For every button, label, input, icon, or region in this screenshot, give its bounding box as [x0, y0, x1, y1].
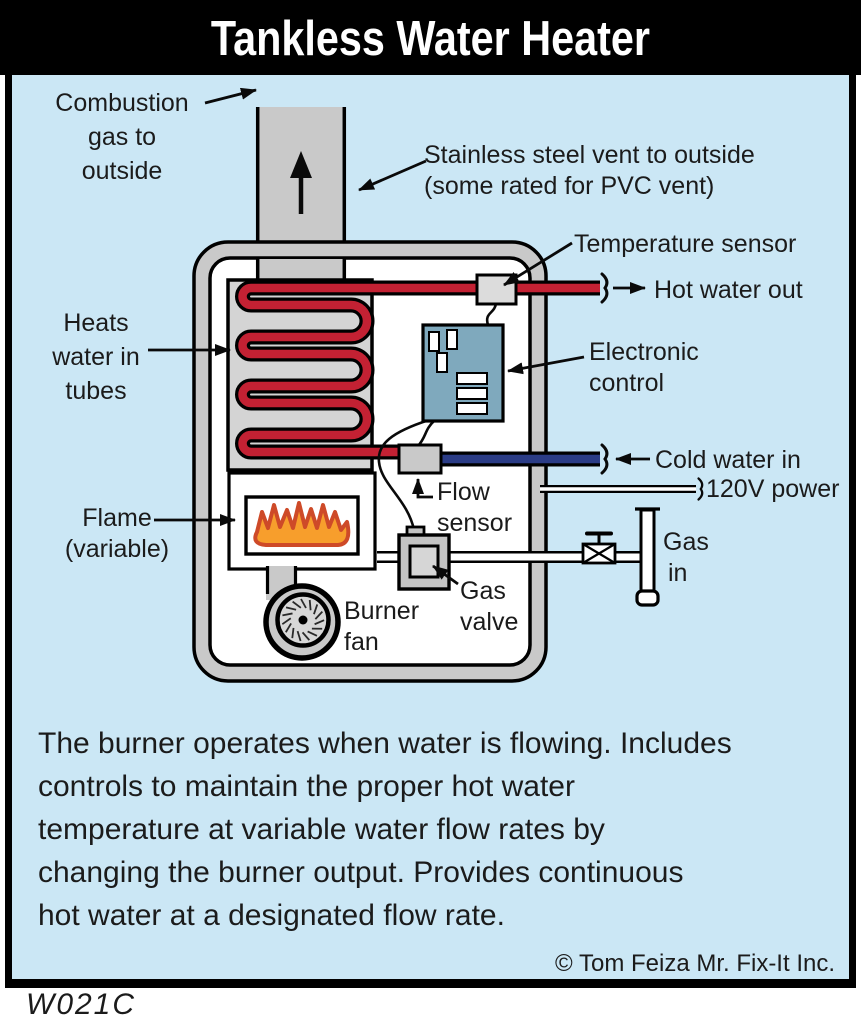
- gas-drip-cap: [635, 589, 660, 607]
- label-120v-power: 120V power: [706, 475, 840, 503]
- control-bar-1: [456, 372, 488, 385]
- caption-paragraph: The burner operates when water is flowin…: [38, 727, 732, 932]
- gas-riser: [639, 508, 656, 596]
- temperature-sensor-box: [475, 273, 518, 306]
- control-bar-2: [456, 387, 488, 400]
- control-bar-3: [456, 402, 488, 415]
- gas-tee: [635, 507, 660, 607]
- temp-sensor-leader-arrow-icon: [503, 241, 573, 287]
- flame-icon: [253, 501, 351, 547]
- label-gas-in: Gas in: [663, 528, 709, 587]
- page-title: Tankless Water Heater: [210, 9, 651, 66]
- cold-pipe-break-icon: [600, 443, 609, 475]
- control-slot-3: [436, 352, 448, 373]
- burner-fan: [263, 566, 341, 661]
- label-heats-water: Heats water in tubes: [52, 309, 140, 405]
- fan-hub: [298, 615, 308, 625]
- label-hot-water-out: Hot water out: [654, 276, 803, 304]
- control-slot-1: [428, 331, 440, 352]
- fan-blades: [281, 598, 325, 642]
- gas-valve-leader-arrow-icon: [432, 564, 459, 586]
- gas-shutoff-valve: [581, 531, 617, 565]
- vent-lower-body: [257, 259, 344, 282]
- label-flow-sensor: Flow sensor: [437, 478, 513, 537]
- hot-pipe-break-icon: [600, 272, 609, 304]
- vent-up-arrow-icon: [290, 151, 312, 214]
- label-burner-fan: Burner fan: [344, 597, 420, 656]
- electronic-control-box: [421, 323, 505, 423]
- vent-arrow-head: [290, 151, 312, 178]
- label-cold-water-in: Cold water in: [655, 446, 801, 474]
- power-line-break-icon: [697, 477, 704, 501]
- vent-pipe-lower: [255, 259, 347, 282]
- label-gas-valve: Gas valve: [460, 577, 519, 636]
- label-temperature-sensor: Temperature sensor: [574, 230, 797, 258]
- label-electronic-control: Electronic control: [589, 338, 699, 397]
- valve-x2: [582, 543, 616, 564]
- gas-valve-inner: [408, 544, 440, 579]
- label-flame: Flame (variable): [64, 504, 170, 563]
- sheet-code: W021C: [26, 988, 137, 1021]
- label-vent: Stainless steel vent to outside (some ra…: [424, 141, 755, 200]
- combustion-leader-arrow-icon: [204, 87, 257, 105]
- burner-chamber: [227, 471, 377, 571]
- control-leader-arrow-icon: [507, 355, 585, 375]
- wire-gas-valve: [377, 418, 430, 531]
- vent-leader-arrow-icon: [358, 159, 427, 192]
- flow-sensor-arrow-icon: [412, 478, 433, 499]
- coil-hot-pipe: [238, 283, 600, 457]
- title-bar: Tankless Water Heater: [0, 0, 861, 75]
- label-combustion: Combustion gas to outside: [55, 89, 189, 185]
- heating-coil: [235, 280, 600, 460]
- copyright-text: © Tom Feiza Mr. Fix-It Inc.: [555, 950, 835, 977]
- flow-sensor-box: [397, 443, 443, 475]
- control-slot-2: [446, 329, 458, 350]
